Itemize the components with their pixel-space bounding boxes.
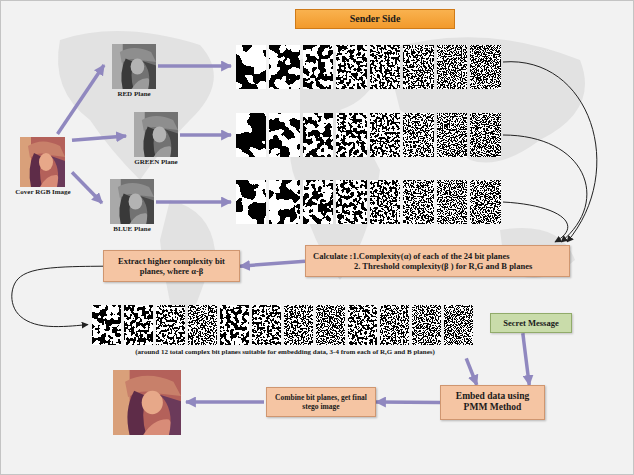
flow-arrow	[58, 65, 105, 134]
caption-text: (around 12 total complex bit planes suit…	[135, 348, 435, 356]
process-box: Combine bit planes, get final stego imag…	[266, 387, 376, 417]
image-label: GREEN Plane	[126, 159, 186, 167]
bit-plane-row	[236, 45, 501, 89]
box-label: Embed data using PMM Method	[448, 391, 537, 414]
plane-image	[112, 44, 156, 89]
bit-plane-row	[236, 180, 501, 224]
flow-arrow	[466, 358, 477, 385]
header-box: Sender Side	[295, 9, 455, 29]
box-label: Extract higher complexity bit planes, wh…	[111, 256, 232, 276]
image-node: Cover RGB Image	[14, 134, 72, 198]
world-map-watermark	[58, 31, 585, 340]
flow-arrow	[72, 172, 102, 203]
curved-arrow	[503, 62, 597, 242]
box-label: Sender Side	[302, 13, 448, 25]
image-node: GREEN Plane	[126, 110, 186, 168]
box-label: Combine bit planes, get final stego imag…	[274, 393, 368, 411]
box-label: Calculate :1.Complexity(α) of each of th…	[313, 251, 562, 261]
process-box: Calculate :1.Complexity(α) of each of th…	[305, 245, 570, 277]
flow-arrow	[72, 136, 126, 140]
flow-arrow	[376, 400, 440, 404]
process-box: Extract higher complexity bit planes, wh…	[103, 250, 240, 282]
image-node: RED Plane	[104, 42, 164, 100]
plane-image	[110, 179, 154, 224]
plane-image	[134, 112, 178, 157]
curved-arrow	[12, 266, 103, 326]
box-label: Secret Message	[496, 318, 566, 328]
image-label: Cover RGB Image	[14, 189, 72, 197]
bit-plane-row	[236, 113, 501, 157]
stego-image	[113, 370, 181, 435]
flow-arrow	[523, 333, 529, 385]
image-label: RED Plane	[104, 91, 164, 99]
box-label: 2. Threshold complexity(β ) for R,G and …	[354, 261, 562, 271]
image-node: BLUE Plane	[102, 177, 162, 235]
flow-arrow	[240, 261, 305, 266]
process-box: Embed data using PMM Method	[440, 385, 545, 420]
selected-bit-planes	[92, 305, 473, 345]
image-label: BLUE Plane	[102, 226, 162, 234]
input-box: Secret Message	[490, 313, 572, 333]
bitplane-strip: (around 12 total complex bit planes suit…	[88, 302, 482, 358]
cover-image	[20, 137, 65, 187]
